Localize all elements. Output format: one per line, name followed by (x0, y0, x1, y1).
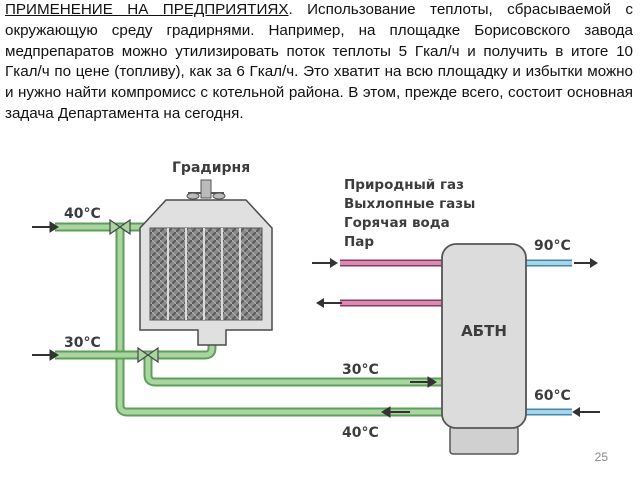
temp-in-mid: 30°С (64, 335, 101, 351)
input-labels: Природный газ Выхлопные газы Горячая вод… (344, 177, 475, 250)
input-label-steam: Пар (344, 234, 374, 250)
paragraph-body: . Использование теплоты, сбрасываемой с … (5, 1, 634, 122)
pink-pipes (312, 258, 448, 308)
temp-in-top: 40°С (64, 206, 101, 222)
abtn-unit: АБТН (441, 243, 527, 455)
input-label-exhaust-gas: Выхлопные газы (344, 196, 475, 212)
temperature-labels: 40°С 30°С 30°С 40°С 90°С 60°С (64, 206, 571, 441)
cooling-tower-label: Градирня (172, 160, 250, 176)
valve-top-icon (109, 218, 131, 236)
blue-pipes (526, 258, 600, 417)
temp-bottom-pipe: 40°С (342, 425, 379, 441)
temp-out-bottom: 60°С (534, 388, 571, 404)
abtn-label: АБТН (461, 322, 507, 340)
input-label-natural-gas: Природный газ (344, 177, 464, 193)
input-label-hot-water: Горячая вода (344, 215, 450, 231)
description-paragraph: ПРИМЕНЕНИЕ НА ПРЕДПРИЯТИЯХ. Использовани… (5, 0, 633, 125)
fan-icon (186, 179, 226, 200)
temp-out-top: 90°С (534, 238, 571, 254)
valve-bottom-icon (137, 346, 159, 364)
cooling-tower: Градирня (139, 160, 273, 346)
flow-arrows (32, 221, 437, 418)
tower-fill-media (149, 227, 263, 321)
paragraph-heading: ПРИМЕНЕНИЕ НА ПРЕДПРИЯТИЯХ (5, 1, 289, 18)
page-number: 25 (594, 450, 608, 464)
temp-mid-pipe: 30°С (342, 362, 379, 378)
